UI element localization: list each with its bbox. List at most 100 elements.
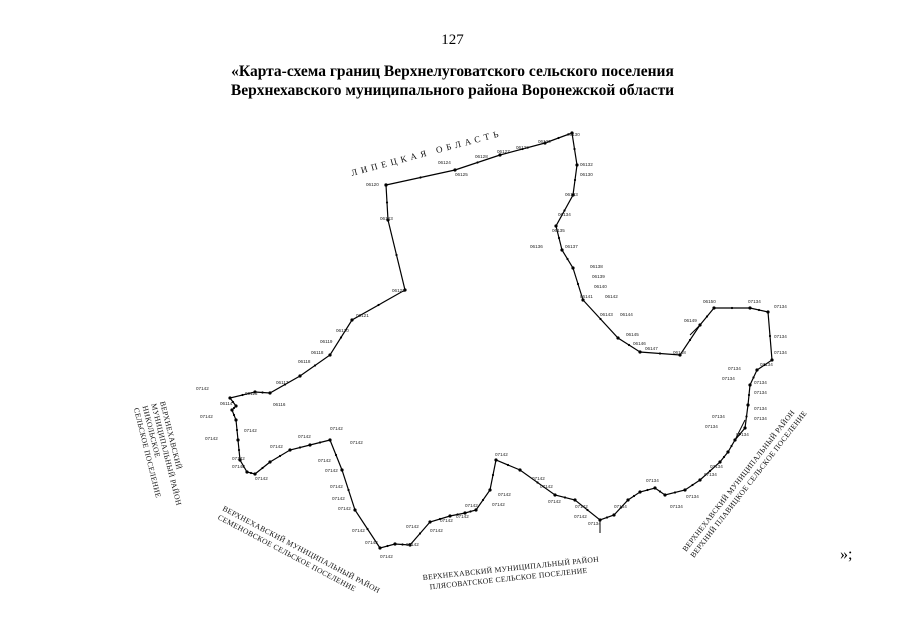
- boundary-vertex: [763, 363, 766, 367]
- boundary-vertex: [573, 498, 577, 502]
- boundary-vertex: [283, 383, 287, 386]
- title-line-2: Верхнехавского муниципального района Вор…: [230, 82, 675, 99]
- boundary-vertex: [598, 518, 602, 522]
- point-label: 07142: [406, 524, 419, 529]
- point-label: 06140: [594, 284, 607, 289]
- closing-quote-mark: »;: [840, 546, 853, 563]
- point-label: 06121: [356, 313, 369, 318]
- point-label: 07142: [548, 499, 561, 504]
- boundary-vertex: [553, 493, 557, 497]
- point-label: 07134: [646, 478, 659, 483]
- boundary-vertex: [438, 517, 442, 521]
- boundary-vertex: [766, 310, 770, 314]
- boundary-vertex: [730, 306, 734, 310]
- boundary-vertex: [673, 491, 677, 494]
- boundary-vertex: [237, 448, 241, 452]
- boundary-vertex: [506, 463, 510, 467]
- boundary-vertex: [474, 508, 478, 512]
- boundary-vertex: [745, 415, 748, 418]
- point-label: 07134: [760, 362, 773, 367]
- point-label: 07142: [325, 468, 338, 473]
- boundary-vertex: [298, 374, 302, 378]
- boundary-vertex: [469, 510, 472, 513]
- boundary-vertex: [395, 253, 398, 257]
- point-label: 07134: [722, 376, 735, 381]
- boundary-vertex: [605, 516, 609, 519]
- point-label: 07142: [456, 514, 469, 519]
- boundary-vertex: [235, 428, 239, 432]
- point-label: 06128: [475, 154, 488, 159]
- boundary-vertex: [743, 426, 747, 430]
- boundary-vertex: [757, 308, 761, 312]
- boundary-vertex: [575, 163, 579, 167]
- boundary-vertex: [718, 460, 722, 464]
- boundary-vertex: [748, 306, 752, 310]
- point-label: 06118: [298, 359, 311, 364]
- point-label: 07142: [298, 434, 311, 439]
- point-label: 07142: [232, 456, 245, 461]
- boundary-vertex: [691, 483, 694, 487]
- point-label: 06130: [567, 132, 580, 137]
- boundary-vertex: [268, 460, 272, 464]
- point-label: 06126: [516, 145, 529, 150]
- boundary-vertex: [563, 209, 566, 212]
- boundary-vertex: [453, 168, 457, 172]
- point-label: 07142: [465, 503, 478, 508]
- point-label: 07134: [710, 464, 723, 469]
- point-label: 06150: [703, 299, 716, 304]
- boundary-vertex: [456, 513, 459, 516]
- point-label: 06149: [684, 318, 697, 323]
- point-label: 06130: [580, 172, 593, 177]
- point-label: 06141: [580, 294, 593, 299]
- boundary-vertex: [722, 455, 726, 459]
- boundary-vertex: [288, 448, 292, 452]
- point-label: 07142: [330, 426, 343, 431]
- point-label: 07134: [736, 432, 749, 437]
- point-label: 07142: [255, 476, 268, 481]
- point-label: 06118: [311, 350, 324, 355]
- point-label: 06139: [592, 274, 605, 279]
- point-label: 06134: [558, 212, 571, 217]
- boundary-vertex: [688, 338, 692, 342]
- boundary-vertex: [678, 353, 682, 357]
- boundary-vertex: [708, 469, 712, 473]
- boundary-vertex: [518, 468, 522, 472]
- point-label: 07142: [270, 444, 283, 449]
- point-label: 07142: [338, 506, 351, 511]
- point-label: 06142: [605, 294, 618, 299]
- boundary-vertex: [730, 444, 733, 448]
- point-label: 06136: [530, 244, 543, 249]
- boundary-vertex: [571, 193, 575, 197]
- boundary-vertex: [770, 358, 774, 362]
- boundary-vertex: [228, 396, 232, 400]
- point-label: 07142: [350, 440, 363, 445]
- boundary-vertex: [612, 513, 616, 517]
- boundary-vertex: [418, 532, 422, 535]
- boundary-vertex: [738, 432, 742, 436]
- boundary-vertex: [253, 472, 257, 476]
- boundary-stub-right: [689, 324, 701, 336]
- boundary-vertex: [232, 406, 236, 410]
- boundary-vertex: [232, 413, 236, 417]
- boundary-vertex: [261, 466, 264, 470]
- point-label: 07142: [495, 452, 508, 457]
- point-label: 07142: [330, 484, 343, 489]
- boundary-vertex: [638, 490, 642, 494]
- boundary-vertex: [554, 224, 558, 228]
- boundary-vertex: [712, 306, 716, 310]
- boundary-vertex: [733, 438, 737, 442]
- boundary-vertex: [576, 282, 580, 286]
- boundary-vertex: [298, 446, 302, 449]
- point-label: 07142: [430, 528, 443, 533]
- point-label: 07134: [754, 380, 767, 385]
- boundary-vertex: [230, 408, 234, 412]
- boundary-vertex: [638, 350, 642, 354]
- boundary-vertex: [498, 153, 502, 157]
- point-label: 06119: [320, 339, 333, 344]
- boundary-vertex: [557, 236, 561, 240]
- boundary-vertex: [658, 352, 662, 355]
- point-label: 06146: [633, 341, 646, 346]
- boundary-vertex: [755, 368, 759, 372]
- boundary-vertex: [560, 248, 564, 252]
- point-label: 07142: [332, 496, 345, 501]
